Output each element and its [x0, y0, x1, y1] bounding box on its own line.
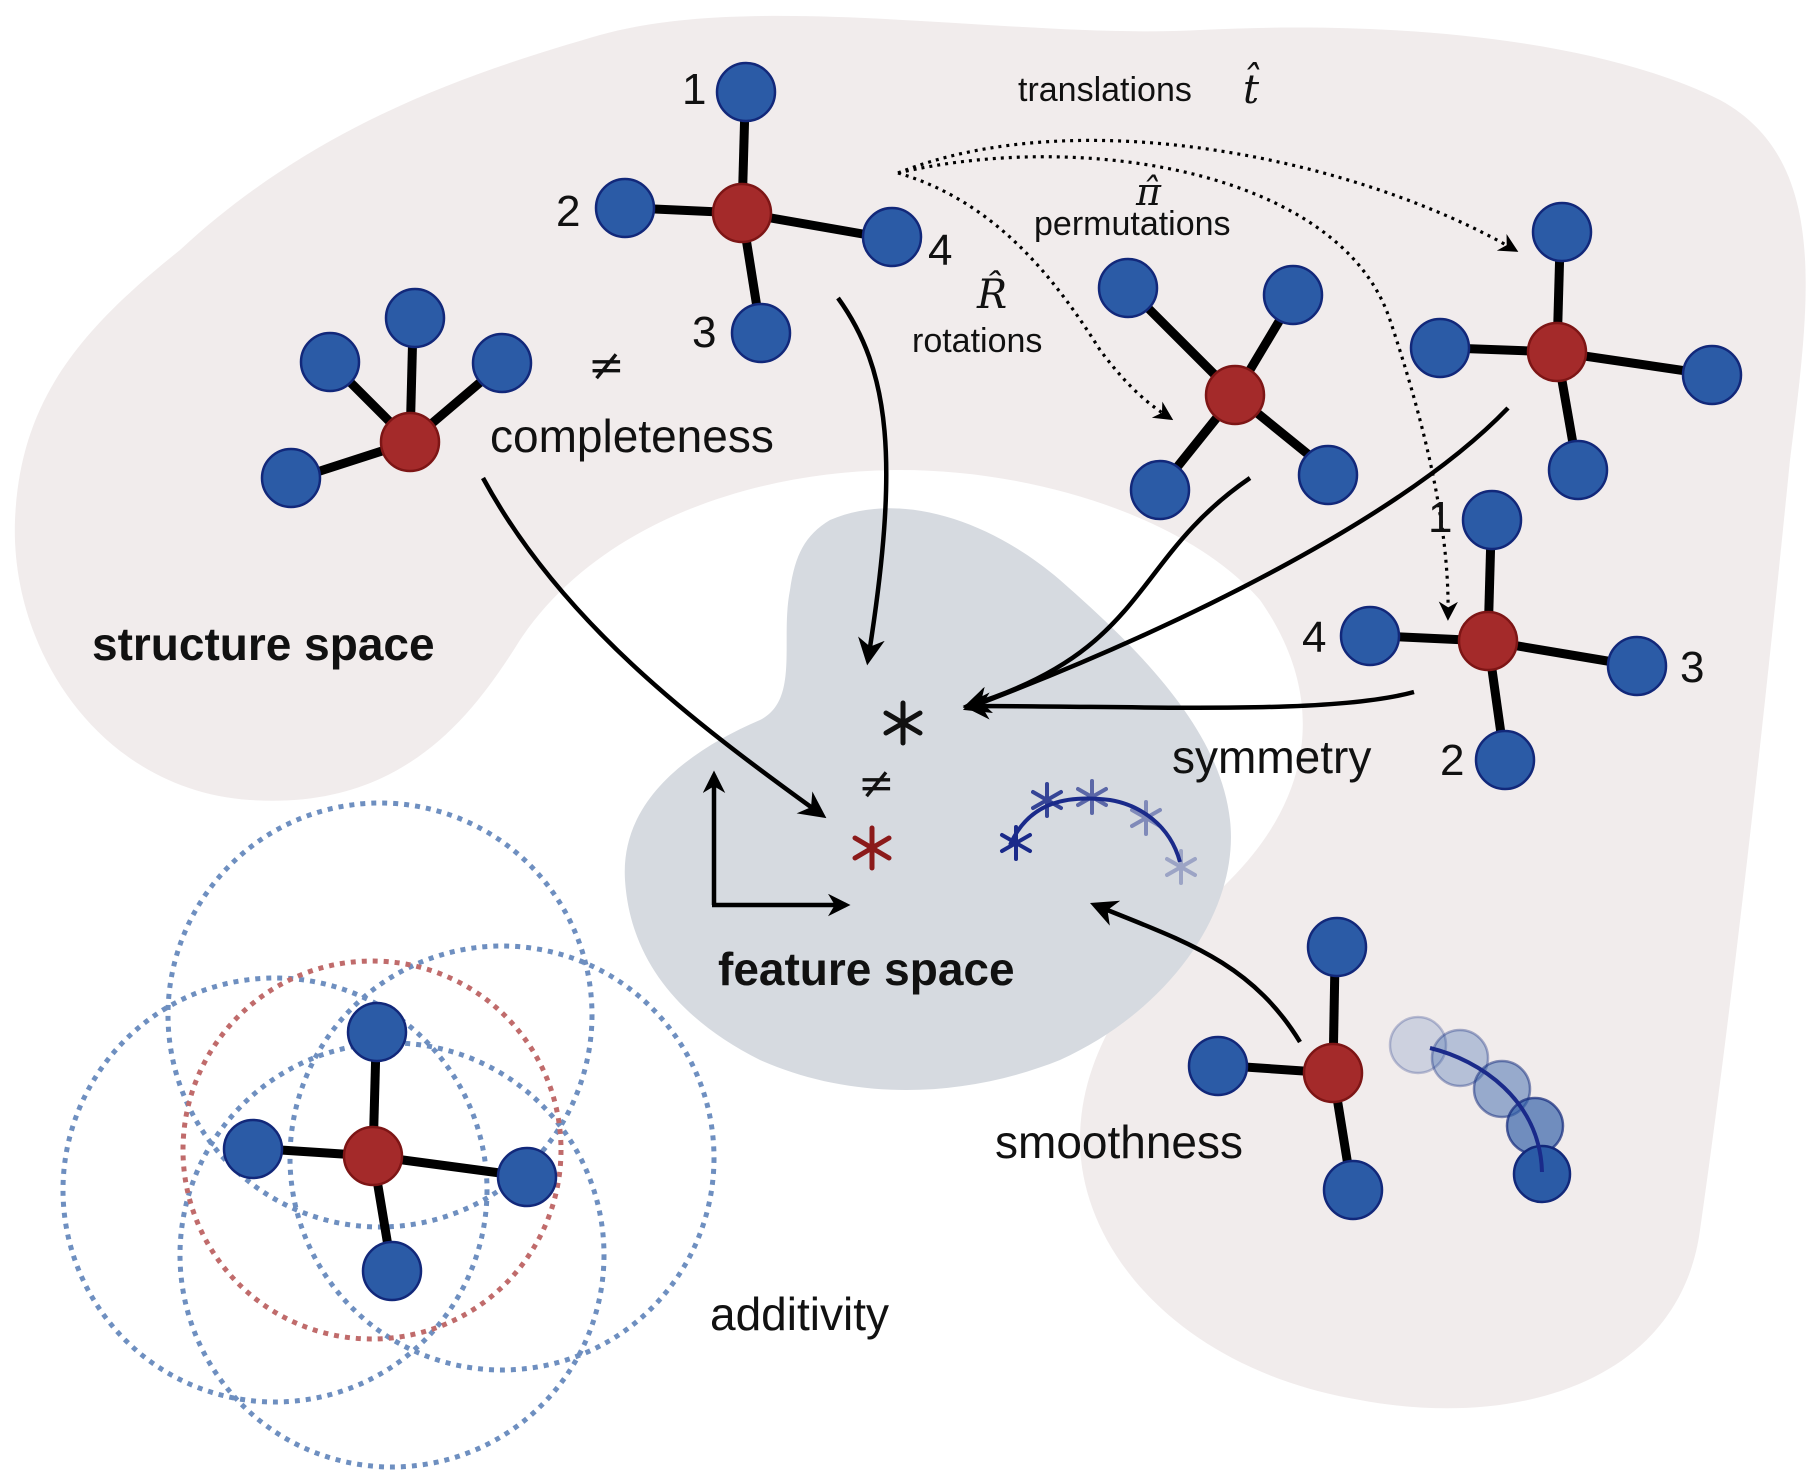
ligand-atom — [594, 177, 656, 239]
ligand-atom — [1297, 444, 1359, 506]
ligand-atom — [496, 1146, 558, 1208]
ligand-atom — [346, 1001, 408, 1063]
ligand-atom — [1474, 729, 1536, 791]
ring-left — [60, 975, 490, 1405]
molecule-translated — [1409, 201, 1743, 501]
ligand-atom — [1409, 317, 1471, 379]
atom-label-1: 1 — [1428, 493, 1452, 542]
ligand-atom — [1306, 916, 1368, 978]
ligand-atom — [1461, 489, 1523, 551]
atom-label-4: 4 — [928, 226, 952, 275]
ligand-atom — [1187, 1035, 1249, 1097]
center-atom — [1457, 610, 1519, 672]
ligand-atom — [1129, 459, 1191, 521]
ligand-atom — [260, 447, 322, 509]
feature-point-red — [852, 825, 892, 871]
arrow-permutations — [897, 155, 1458, 621]
molecule-reference — [594, 61, 923, 364]
arrow-rotations — [897, 171, 1174, 421]
smoothness-path — [1429, 1046, 1544, 1173]
additivity-rings — [60, 800, 717, 1470]
structure-space-label: structure space — [92, 618, 435, 670]
feature-axes — [702, 770, 851, 917]
additivity-label: additivity — [710, 1288, 889, 1340]
feature-curve — [1008, 796, 1182, 863]
ligand-atom — [299, 331, 361, 393]
ligand-atom — [1531, 201, 1593, 263]
ligand-atom — [1339, 605, 1401, 667]
center-atom — [1204, 364, 1266, 426]
arrow-translated — [962, 406, 1510, 713]
ligand-atom — [730, 302, 792, 364]
molecule-rotated — [1097, 257, 1359, 521]
ligand-atom — [1322, 1159, 1384, 1221]
completeness-not-equal: ≠ — [588, 340, 625, 391]
molecule-smoothness — [1187, 916, 1572, 1221]
atom-label-3: 3 — [1680, 643, 1704, 692]
atom-label-4: 4 — [1302, 613, 1326, 662]
arrow-smoothness — [1090, 900, 1302, 1044]
ligand-atom — [384, 287, 446, 349]
molecule-additivity — [222, 1001, 558, 1302]
curve-marker-5 — [1165, 849, 1197, 885]
center-atom — [711, 182, 773, 244]
feature-point-black — [883, 700, 923, 746]
completeness-label: completeness — [490, 410, 774, 462]
center-atom — [342, 1125, 404, 1187]
curve-marker-1 — [1000, 825, 1032, 861]
ghost-atom-5 — [1512, 1144, 1572, 1204]
permutations-symbol: π̂ — [1135, 170, 1162, 214]
ring-right — [287, 943, 717, 1373]
ligand-atom — [1606, 635, 1668, 697]
permutations-label: permutations — [1034, 205, 1231, 243]
symmetry-label: symmetry — [1172, 731, 1371, 783]
transformation-arrows — [897, 138, 1519, 621]
ligand-atom — [222, 1118, 284, 1180]
atom-label-1: 1 — [682, 65, 706, 114]
center-atom — [379, 411, 441, 473]
ghost-atom-1 — [1388, 1015, 1448, 1075]
arrow-permuted — [962, 689, 1415, 720]
feature-smooth-curve — [1000, 779, 1197, 885]
ligand-atom — [1262, 264, 1324, 326]
ligand-atom — [861, 206, 923, 268]
arrow-completeness — [481, 476, 827, 819]
flow-arrows — [481, 296, 1510, 1044]
center-atom — [1526, 321, 1588, 383]
translations-label: translations — [1018, 71, 1192, 109]
curve-marker-3 — [1076, 779, 1108, 815]
ring-center — [180, 958, 564, 1342]
feature-space-label: feature space — [718, 943, 1015, 995]
ring-top — [165, 800, 595, 1230]
molecule-completeness — [260, 287, 533, 509]
atom-label-2: 2 — [1440, 736, 1464, 785]
ring-bottom — [177, 1040, 607, 1470]
molecule-permuted — [1339, 489, 1668, 791]
rotations-symbol: R̂ — [976, 272, 1007, 318]
rotations-label: rotations — [912, 322, 1042, 360]
ligand-atom — [715, 61, 777, 123]
ligand-atom — [1547, 439, 1609, 501]
ligand-atom — [1097, 257, 1159, 319]
translations-symbol: t̂ — [1243, 63, 1260, 113]
ligand-atom — [1681, 344, 1743, 406]
curve-marker-4 — [1130, 800, 1162, 836]
atom-label-3: 3 — [692, 308, 716, 357]
ligand-atom — [361, 1240, 423, 1302]
smoothness-label: smoothness — [995, 1116, 1243, 1168]
atom-label-2: 2 — [556, 187, 580, 236]
ligand-atom — [471, 332, 533, 394]
curve-marker-2 — [1031, 782, 1063, 818]
center-atom — [1302, 1042, 1364, 1104]
feature-not-equal: ≠ — [858, 758, 895, 809]
arrow-top-molecule — [836, 296, 889, 666]
